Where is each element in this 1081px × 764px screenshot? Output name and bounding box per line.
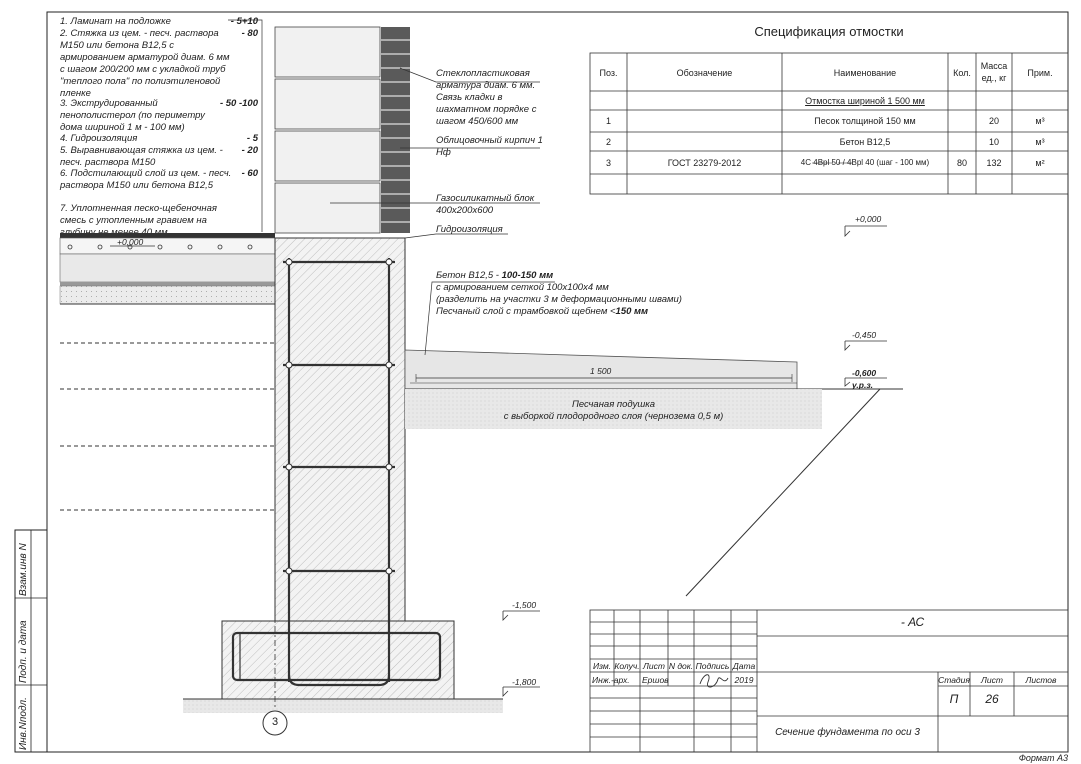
stamp-sheet-label: Лист bbox=[981, 675, 1003, 685]
note-7: 7. Уплотненная песко-щебеночная смесь с … bbox=[60, 203, 217, 233]
note-5: 5. Выравнивающая стяжка из цем. - песч. … bbox=[60, 145, 223, 168]
spec-row-1-note: м³ bbox=[1035, 116, 1045, 126]
spec-row-3-qty: 80 bbox=[956, 158, 967, 168]
spec-row-3-mass: 132 bbox=[986, 158, 1002, 168]
sheet-frame bbox=[46, 11, 1069, 753]
level-m0600: -0,600 bbox=[852, 368, 877, 378]
spec-row-3-name: 4С 4Bpl 50 / 4Bpl 40 (шаг - 100 мм) bbox=[800, 158, 930, 167]
sand-cushion-label-2: с выборкой плодородного слоя (чернозема … bbox=[503, 411, 724, 422]
drawing-title: Сечение фундамента по оси 3 bbox=[775, 727, 920, 738]
signature-mark bbox=[699, 674, 729, 688]
stamp-col-list: Лист bbox=[643, 661, 665, 671]
spec-header-note: Прим. bbox=[1027, 68, 1053, 78]
spec-row-3-code: ГОСТ 23279-2012 bbox=[667, 158, 742, 168]
side-label-replace-inv: Взам.инв N bbox=[18, 543, 29, 596]
side-label-sign-date: Подп. и дата bbox=[18, 620, 29, 683]
stamp-col-podpis: Подпись bbox=[695, 661, 730, 671]
stamp-col-izm: Изм. bbox=[592, 661, 612, 671]
spec-header-qty: Кол. bbox=[953, 68, 971, 78]
dimension-1500: 1 500 bbox=[590, 366, 612, 376]
note-5-value: - 20 bbox=[241, 145, 258, 156]
note-2-value: - 80 bbox=[241, 28, 258, 39]
note-2: 2. Стяжка из цем. - песч. раствора М150 … bbox=[60, 28, 230, 99]
spec-row-3-note: м² bbox=[1035, 158, 1045, 168]
note-4: 4. Гидроизоляция bbox=[60, 133, 138, 144]
spec-row-1-pos: 1 bbox=[605, 116, 611, 126]
stamp-name: Ершов bbox=[642, 675, 669, 685]
level-ground-mark: у.р.з. bbox=[852, 380, 874, 390]
stamp-sheets-label: Листов bbox=[1025, 675, 1057, 685]
note-1: 1. Ламинат на подложке bbox=[60, 16, 171, 27]
stamp-col-koluch: Колуч. bbox=[614, 661, 640, 671]
format-label: Формат А3 bbox=[1018, 753, 1068, 763]
stamp-year: 2019 bbox=[734, 675, 754, 685]
axis-marker bbox=[262, 710, 288, 736]
spec-row-3-pos: 3 bbox=[605, 158, 611, 168]
stamp-role: Инж.-арх. bbox=[592, 675, 630, 685]
note-1-value: - 5+10 bbox=[230, 16, 258, 27]
spec-header-pos: Поз. bbox=[599, 68, 618, 78]
axis-label: 3 bbox=[271, 716, 279, 728]
spec-header-mass: Масса ед., кг bbox=[980, 61, 1008, 83]
spec-row-2-mass: 10 bbox=[988, 137, 999, 147]
level-m1800: -1,800 bbox=[512, 677, 537, 687]
facing-brick bbox=[381, 27, 410, 233]
level-plus0: +0,000 bbox=[855, 214, 882, 224]
side-label-inv-orig: Инв.Nподл. bbox=[18, 697, 29, 750]
spec-header-code: Обозначение bbox=[676, 68, 733, 78]
gas-silicate-wall bbox=[274, 26, 381, 234]
level-floor: +0,000 bbox=[117, 237, 144, 247]
stamp-stage-label: Стадия bbox=[938, 675, 970, 685]
note-3-value: - 50 -100 bbox=[219, 98, 258, 109]
sand-cushion-label-1: Песчаная подушка bbox=[572, 399, 655, 410]
spec-row-1-mass: 20 bbox=[988, 116, 999, 126]
callout-gas-block: Газосиликатный блок 400х200х600 bbox=[436, 193, 535, 216]
level-m0450: -0,450 bbox=[852, 330, 877, 340]
callout-waterproofing: Гидроизоляция bbox=[436, 224, 503, 235]
spec-row-2-pos: 2 bbox=[605, 137, 611, 147]
note-6-value: - 60 bbox=[241, 168, 258, 179]
stamp-sheet: 26 bbox=[985, 692, 999, 706]
note-3: 3. Экструдированный пенополистерол (по п… bbox=[60, 98, 205, 133]
spec-table bbox=[589, 52, 1069, 195]
note-6: 6. Подстилающий слой из цем. - песч. рас… bbox=[60, 168, 232, 191]
callout-fiberglass-rebar: Стеклопластиковая арматура диам. 6 мм. С… bbox=[436, 68, 537, 127]
spec-row-2-note: м³ bbox=[1035, 137, 1045, 147]
callout-concrete: Бетон В12,5 - 100-150 мм с армированием … bbox=[436, 270, 682, 317]
spec-row-2-name: Бетон В12,5 bbox=[839, 137, 891, 147]
stamp-col-ndok: N док. bbox=[668, 661, 694, 671]
level-m1500: -1,500 bbox=[512, 600, 537, 610]
blind-area bbox=[404, 349, 903, 597]
floor-layers bbox=[59, 233, 276, 511]
stamp-stage: П bbox=[949, 692, 959, 706]
note-4-value: - 5 bbox=[246, 133, 258, 144]
spec-row-0-name: Отмостка шириной 1 500 мм bbox=[805, 96, 925, 106]
spec-row-1-name: Песок толщиной 150 мм bbox=[814, 116, 916, 126]
stamp-col-date: Дата bbox=[732, 661, 756, 671]
callout-facing-brick: Облицовочный кирпич 1 Нф bbox=[436, 135, 543, 158]
spec-header-name: Наименование bbox=[833, 68, 897, 78]
title-block bbox=[589, 609, 1069, 753]
doc-code: - АС bbox=[900, 615, 925, 629]
spec-title: Спецификация отмостки bbox=[754, 24, 904, 39]
